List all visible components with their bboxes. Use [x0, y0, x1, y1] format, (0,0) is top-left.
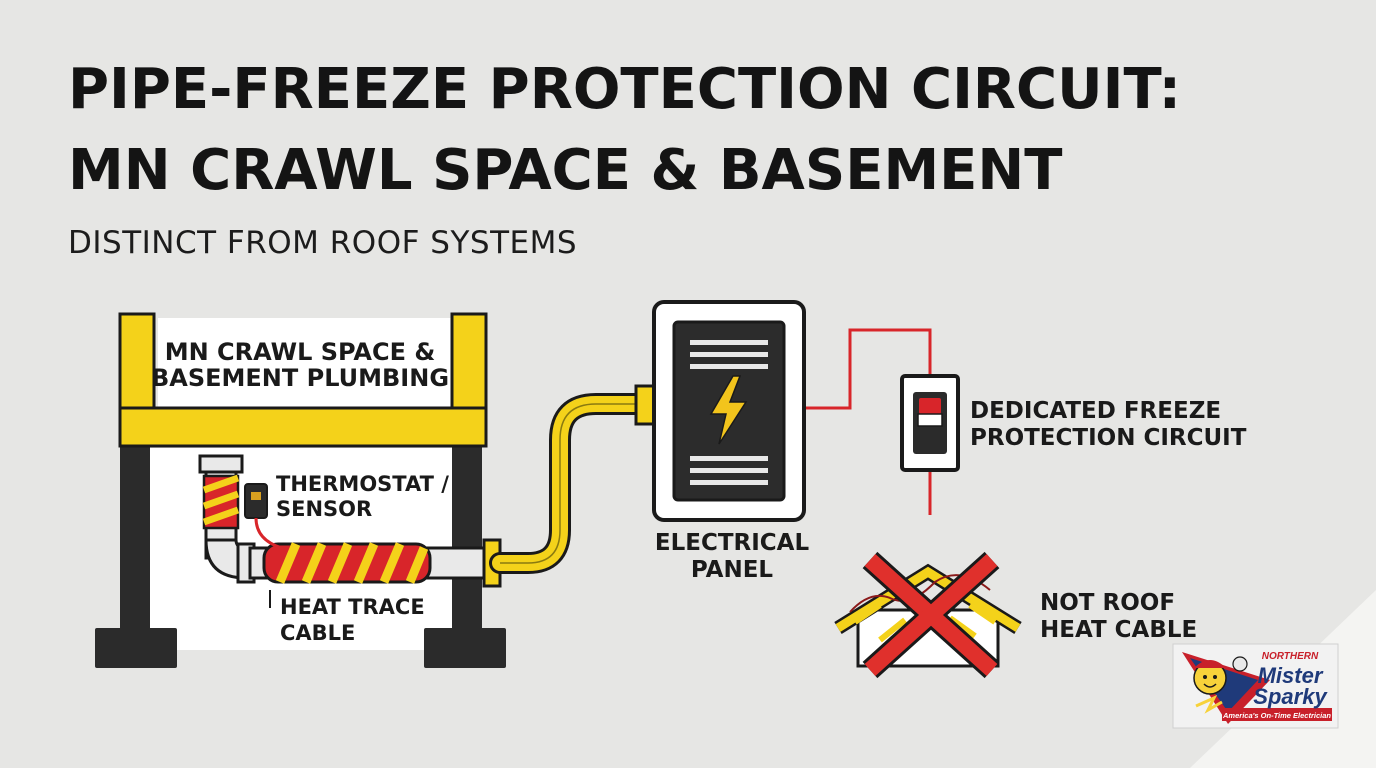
page-title-line1: PIPE-FREEZE PROTECTION CIRCUIT:	[68, 57, 1181, 122]
heat-trace-label-line2: CABLE	[280, 621, 355, 645]
pipe-assembly	[198, 454, 502, 608]
thermostat-label-line1: THERMOSTAT /	[276, 472, 449, 496]
lightning-bolt-icon	[709, 375, 748, 445]
red-x-icon	[862, 551, 1000, 679]
circuit-label-line2: PROTECTION CIRCUIT	[970, 425, 1247, 451]
roof-label-line2: HEAT CABLE	[1040, 617, 1197, 643]
switch-icon	[900, 374, 960, 472]
logo-name-line1: Mister	[1258, 663, 1324, 688]
logo-name-line2: Sparky	[1253, 684, 1328, 709]
panel-label-line2: PANEL	[691, 557, 774, 583]
logo-tagline: America's On-Time Electrician	[1222, 711, 1331, 720]
logo-top-text: NORTHERN	[1262, 651, 1319, 662]
roof-label-line1: NOT ROOF	[1040, 590, 1175, 616]
plumbing-label-line1: MN CRAWL SPACE &	[165, 338, 436, 366]
page-title-line2: MN CRAWL SPACE & BASEMENT	[68, 138, 1063, 203]
panel-label-line1: ELECTRICAL	[655, 530, 810, 556]
conduit-cable	[489, 393, 651, 574]
plumbing-label-line2: BASEMENT PLUMBING	[151, 364, 449, 392]
mister-sparky-logo	[1172, 643, 1339, 729]
red-circuit-wire	[806, 328, 932, 410]
heat-trace-label-line1: HEAT TRACE	[280, 595, 425, 619]
plumbing-frame	[95, 312, 506, 668]
circuit-label-line1: DEDICATED FREEZE	[970, 398, 1221, 424]
thermostat-label-line2: SENSOR	[276, 497, 372, 521]
page-subtitle: DISTINCT FROM ROOF SYSTEMS	[68, 225, 578, 261]
